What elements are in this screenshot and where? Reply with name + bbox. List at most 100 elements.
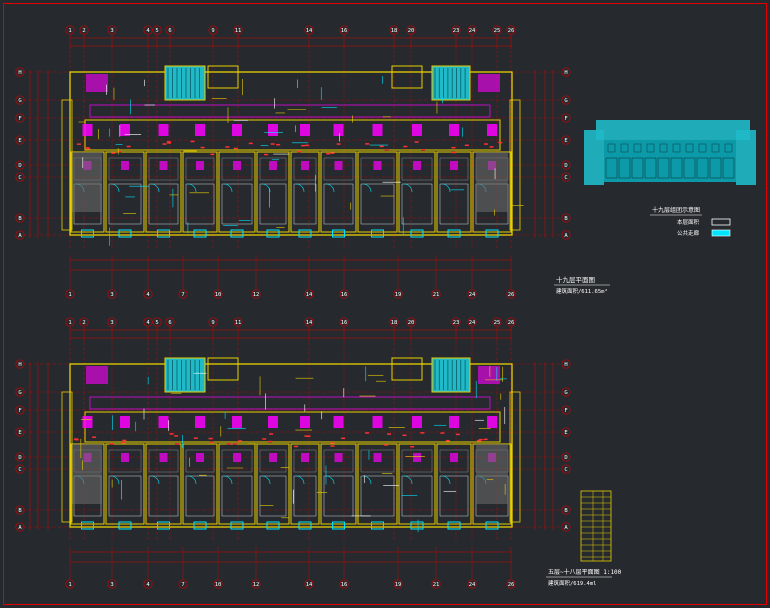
- lower-plan-title: 五层~十八层平面图 1:100: [548, 568, 622, 576]
- grid-bubble-row: [15, 427, 25, 437]
- grid-bubble-top: [467, 317, 477, 327]
- grid-bubble-row: [15, 113, 25, 123]
- grid-bubble-row: [15, 230, 25, 240]
- grid-bubble-top: [406, 317, 416, 327]
- grid-label-top: 3: [110, 28, 113, 34]
- grid-label-row: C: [564, 175, 567, 181]
- grid-bubble-top: [152, 317, 162, 327]
- grid-label-top: 20: [408, 28, 415, 34]
- grid-bubble-bottom: [431, 579, 441, 589]
- grid-label-top: 14: [306, 28, 313, 34]
- grid-label-bottom: 21: [433, 582, 440, 588]
- grid-bubble-row: [561, 230, 571, 240]
- grid-bubble-top: [79, 25, 89, 35]
- legend-label-floor-area: 本层面积: [677, 218, 700, 226]
- grid-bubble-row: [15, 95, 25, 105]
- grid-bubble-row: [15, 405, 25, 415]
- grid-label-bottom: 16: [341, 582, 348, 588]
- grid-bubble-bottom: [339, 289, 349, 299]
- grid-bubble-bottom: [107, 289, 117, 299]
- grid-bubble-row: [561, 522, 571, 532]
- grid-label-bottom: 7: [181, 582, 184, 588]
- grid-label-bottom: 7: [181, 292, 184, 298]
- grid-label-top: 9: [211, 28, 214, 34]
- grid-bubble-row: [561, 113, 571, 123]
- grid-label-top: 6: [168, 320, 171, 326]
- grid-bubble-top: [143, 317, 153, 327]
- grid-bubble-row: [561, 359, 571, 369]
- grid-bubble-top: [492, 25, 502, 35]
- legend-swatch-public-corridor: [711, 229, 731, 237]
- grid-label-top: 2: [82, 28, 85, 34]
- grid-bubble-top: [406, 25, 416, 35]
- grid-bubble-bottom: [393, 579, 403, 589]
- grid-label-bottom: 4: [146, 292, 150, 298]
- grid-label-bottom: 14: [306, 582, 313, 588]
- grid-label-top: 23: [453, 28, 460, 34]
- grid-bubble-top: [79, 317, 89, 327]
- grid-label-top: 24: [469, 320, 476, 326]
- grid-label-bottom: 26: [508, 582, 515, 588]
- grid-label-row: B: [18, 216, 22, 222]
- grid-bubble-top: [165, 317, 175, 327]
- grid-bubble-row: [15, 160, 25, 170]
- grid-label-bottom: 3: [110, 292, 113, 298]
- grid-bubble-bottom: [339, 579, 349, 589]
- grid-label-row: F: [18, 408, 21, 414]
- grid-bubble-top: [492, 317, 502, 327]
- grid-bubble-row: [15, 464, 25, 474]
- grid-label-row: A: [564, 233, 568, 239]
- legend-swatch-floor-area: [711, 218, 731, 226]
- grid-label-row: A: [18, 525, 22, 531]
- grid-bubble-bottom: [506, 579, 516, 589]
- grid-bubble-bottom: [143, 579, 153, 589]
- grid-label-bottom: 12: [253, 582, 260, 588]
- grid-bubble-top: [233, 25, 243, 35]
- grid-bubble-row: [15, 67, 25, 77]
- grid-label-row: D: [18, 163, 21, 169]
- grid-bubble-bottom: [304, 579, 314, 589]
- grid-label-bottom: 19: [395, 292, 402, 298]
- grid-bubble-bottom: [213, 289, 223, 299]
- grid-label-bottom: 1: [68, 582, 71, 588]
- grid-label-row: D: [564, 455, 567, 461]
- grid-label-bottom: 21: [433, 292, 440, 298]
- grid-bubble-bottom: [251, 579, 261, 589]
- grid-bubble-top: [304, 317, 314, 327]
- grid-label-row: H: [564, 70, 567, 76]
- grid-label-bottom: 24: [469, 582, 476, 588]
- grid-label-row: C: [18, 175, 21, 181]
- grid-bubble-bottom: [506, 289, 516, 299]
- grid-label-row: A: [18, 233, 22, 239]
- upper-plan-title: 十九层平面图: [556, 275, 595, 284]
- upper-plan-area: 建筑面积/611.65m²: [556, 287, 608, 295]
- grid-label-bottom: 12: [253, 292, 260, 298]
- grid-bubble-top: [389, 25, 399, 35]
- grid-bubble-top: [451, 317, 461, 327]
- grid-label-row: G: [18, 390, 21, 396]
- grid-label-top: 14: [306, 320, 313, 326]
- grid-label-top: 20: [408, 320, 415, 326]
- grid-bubble-row: [15, 135, 25, 145]
- grid-label-row: B: [564, 216, 568, 222]
- grid-bubble-bottom: [107, 579, 117, 589]
- grid-bubble-row: [15, 172, 25, 182]
- key-plan-diagram: [584, 120, 756, 185]
- grid-bubble-bottom: [65, 579, 75, 589]
- grid-label-top: 4: [146, 320, 150, 326]
- grid-label-top: 16: [341, 320, 348, 326]
- grid-bubble-row: [15, 522, 25, 532]
- grid-label-top: 26: [508, 320, 515, 326]
- grid-bubble-top: [208, 25, 218, 35]
- grid-label-row: B: [18, 508, 22, 514]
- grid-label-top: 2: [82, 320, 85, 326]
- grid-bubble-bottom: [65, 289, 75, 299]
- grid-label-bottom: 14: [306, 292, 313, 298]
- grid-label-top: 24: [469, 28, 476, 34]
- grid-bubble-top: [143, 25, 153, 35]
- grid-bubble-row: [561, 172, 571, 182]
- grid-bubble-row: [561, 427, 571, 437]
